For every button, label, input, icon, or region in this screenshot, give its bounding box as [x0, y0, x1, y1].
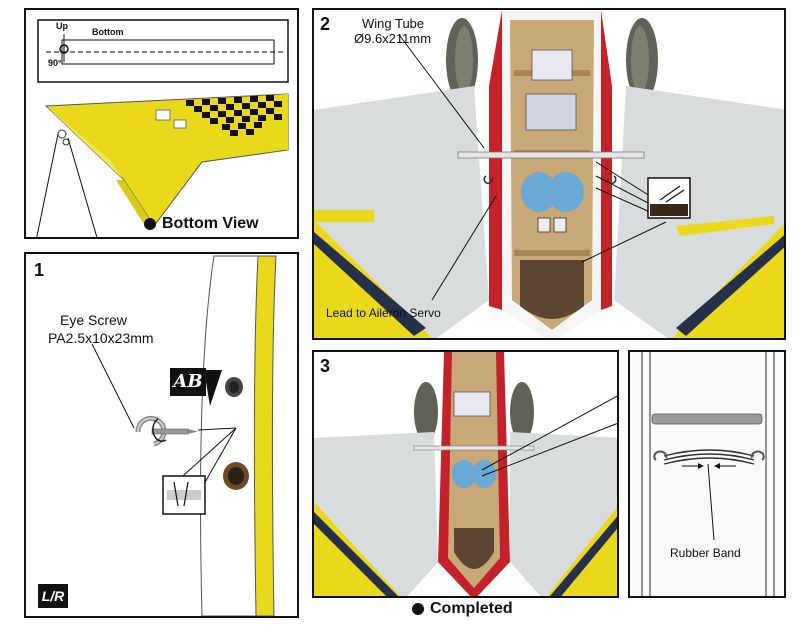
- step-3-panel: 3: [312, 350, 619, 598]
- completed-caption-text: Completed: [430, 600, 513, 617]
- rubber-band-icon: [653, 449, 765, 465]
- inset-frame: [37, 19, 289, 83]
- inset-bottom-label: Bottom: [92, 27, 124, 37]
- wing-tube: [457, 151, 645, 159]
- servo-tape-right: [548, 172, 584, 212]
- receiver: [525, 93, 577, 131]
- rubber-band-detail-panel: Rubber Band: [628, 350, 786, 598]
- servo-tape-left: [521, 172, 557, 212]
- wing-root-hole-upper: [57, 129, 67, 139]
- wing-tube-label: Wing Tube: [362, 16, 425, 31]
- step-1-illustration: [91, 255, 277, 616]
- eye-screw-label: Eye Screw: [60, 312, 127, 328]
- bottom-view-panel: Up Bottom 90° Bottom View: [24, 8, 299, 239]
- bullet-icon: [412, 603, 424, 615]
- rubber-band-label: Rubber Band: [670, 546, 741, 560]
- step-3-illustration: [314, 352, 617, 596]
- right-wheel-completed: [510, 382, 534, 442]
- wing-servo-hatch: [155, 109, 171, 121]
- wing-checker-pattern: [186, 95, 282, 136]
- left-right-badge: L/R: [38, 584, 68, 608]
- step-2-illustration: [314, 10, 784, 338]
- left-wing: [314, 86, 489, 338]
- inset-up-label: Up: [56, 21, 68, 31]
- step-3-number: 3: [320, 356, 331, 376]
- rubber-band-illustration: [630, 352, 784, 596]
- glue-ab-badge: AB: [170, 368, 206, 396]
- aileron-lead-label: Lead to Aileron Servo: [326, 306, 441, 320]
- wing-eye-screw-right-icon: [606, 175, 617, 185]
- step-2-number: 2: [320, 14, 331, 34]
- completed-caption: Completed: [412, 600, 513, 618]
- eye-screw-size-label: PA2.5x10x23mm: [48, 330, 154, 346]
- battery-pack: [531, 49, 573, 81]
- left-wheel-completed: [414, 382, 438, 442]
- inset-angle-label: 90°: [48, 58, 62, 68]
- wing-tube-size-label: Ø9.6x211mm: [354, 31, 432, 46]
- wing-eye-screw-left-icon: [483, 175, 494, 185]
- arrow-right-icon: [698, 463, 704, 469]
- bottom-view-caption: Bottom View: [144, 215, 259, 233]
- wing-tube-section: [651, 413, 763, 425]
- wing-root-face: [200, 255, 259, 616]
- bullet-icon: [144, 218, 156, 230]
- bottom-view-caption-text: Bottom View: [162, 215, 259, 232]
- eye-screw-icon: [135, 415, 198, 447]
- right-wing: [614, 86, 784, 338]
- step-1-number: 1: [34, 260, 45, 280]
- wing-bottom-illustration: [36, 19, 289, 237]
- step-1-panel: 1 Eye Screw PA2.5x10x23mm AB L/R: [24, 252, 299, 618]
- step-2-panel: 2 Wing Tube Ø9.6x211mm Lead to Aileron S…: [312, 8, 786, 340]
- rotate-arrow-icon: [152, 418, 167, 442]
- arrow-left-icon: [714, 463, 720, 469]
